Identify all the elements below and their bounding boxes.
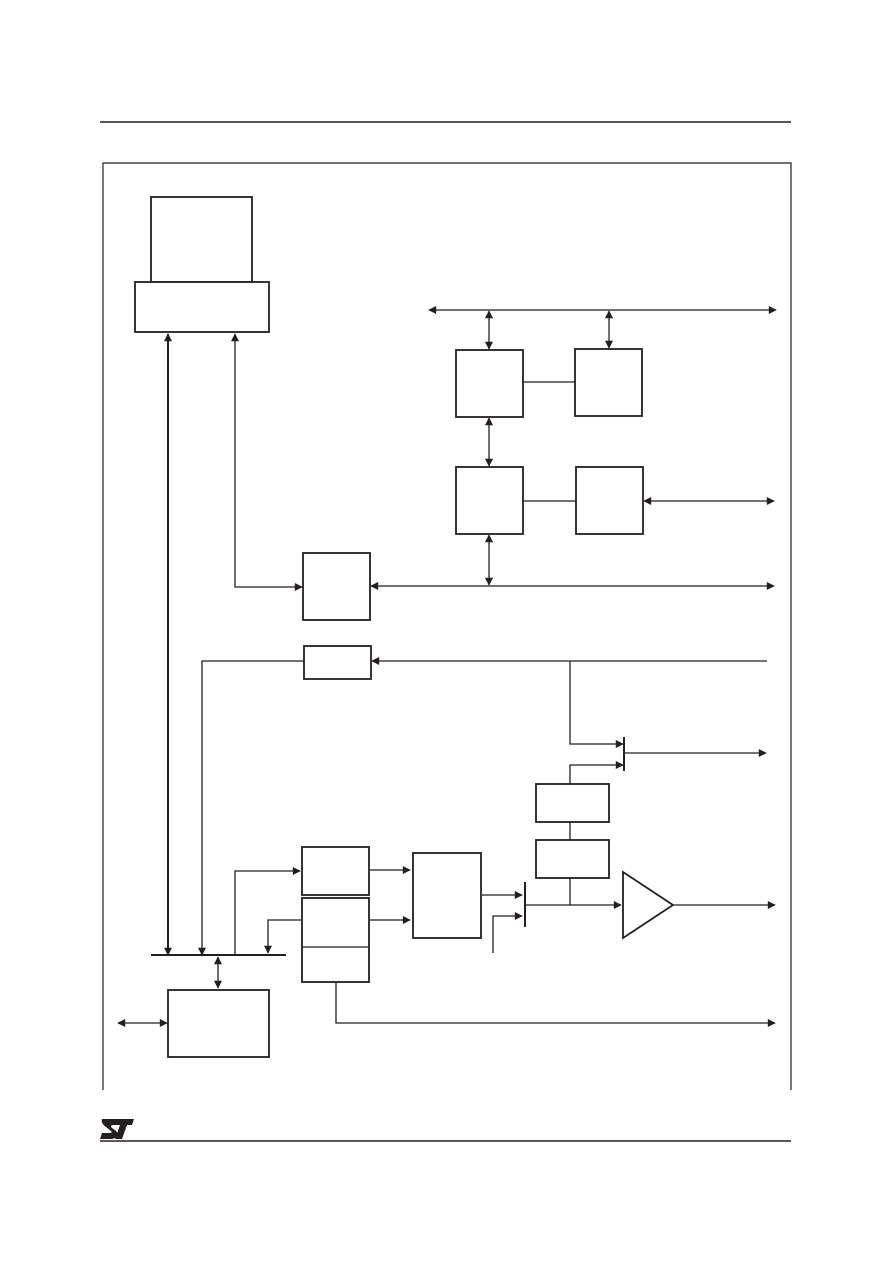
block-h [535,839,610,879]
block-b [574,348,643,417]
block-k [412,852,482,939]
link-bus-to-i [234,867,301,955]
block-i [301,846,370,896]
block-e [302,552,371,621]
link-f-to-bus [198,660,304,956]
link-j-to-bus [264,919,301,954]
st-logo [100,1119,134,1139]
branch-to-switch [569,661,624,748]
block-top-left-lower [134,281,270,333]
block-d [575,466,644,535]
link-top-to-block-e [231,333,303,591]
line-j-output [335,982,776,1027]
block-f [303,645,372,680]
block-j [301,897,370,983]
input-switch-lower [492,912,523,953]
amplifier-triangle [622,870,675,940]
block-c [455,466,524,535]
link-g-to-switch [569,761,624,784]
block-l [167,989,270,1058]
block-a [455,349,524,418]
block-top-left-upper [150,196,253,283]
block-g [535,783,610,823]
figure-frame [102,162,792,1090]
